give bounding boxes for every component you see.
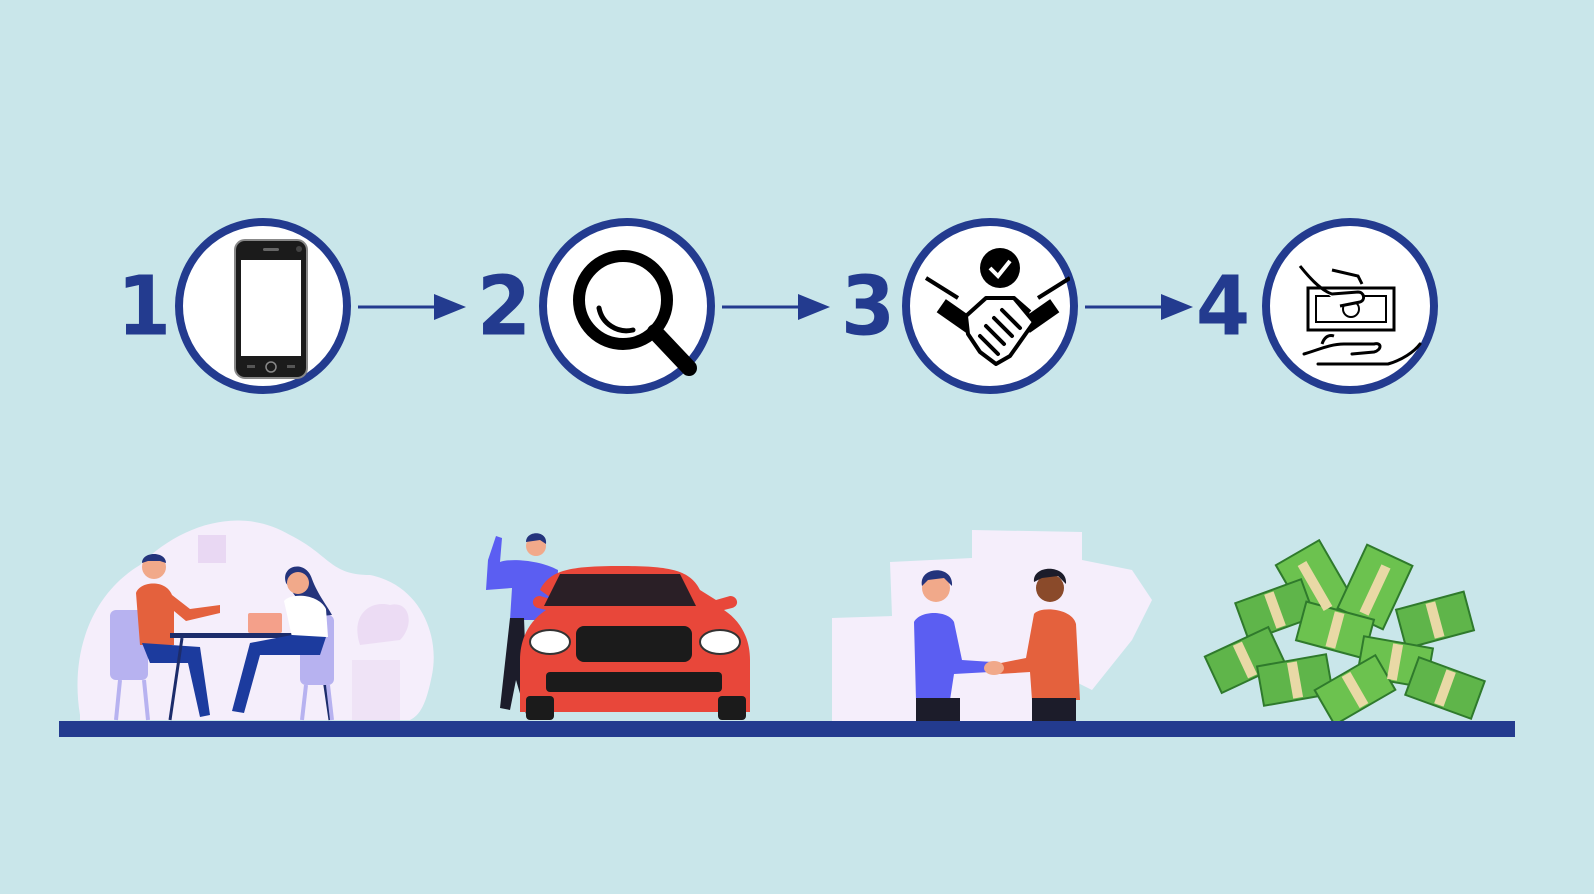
smartphone-icon bbox=[183, 226, 343, 386]
money-pile-illustration bbox=[1200, 530, 1495, 725]
step-number-1: 1 bbox=[114, 260, 174, 355]
step-number-4: 4 bbox=[1193, 260, 1253, 355]
step-number-3: 3 bbox=[838, 260, 898, 355]
step-2-circle bbox=[539, 218, 715, 394]
red-car-illustration bbox=[480, 530, 770, 725]
hand-cash-icon bbox=[1270, 226, 1430, 386]
meeting-scene-illustration bbox=[70, 505, 440, 725]
step-3-circle bbox=[902, 218, 1078, 394]
magnifying-glass-icon bbox=[547, 226, 707, 386]
step-number-2: 2 bbox=[474, 260, 534, 355]
business-handshake-illustration bbox=[832, 530, 1162, 725]
step-1-circle bbox=[175, 218, 351, 394]
step-4-circle bbox=[1262, 218, 1438, 394]
arrow-2-to-3 bbox=[720, 292, 832, 322]
arrow-3-to-4 bbox=[1083, 292, 1195, 322]
handshake-check-icon bbox=[910, 226, 1070, 386]
arrow-1-to-2 bbox=[356, 292, 468, 322]
ground-baseline bbox=[59, 721, 1515, 737]
